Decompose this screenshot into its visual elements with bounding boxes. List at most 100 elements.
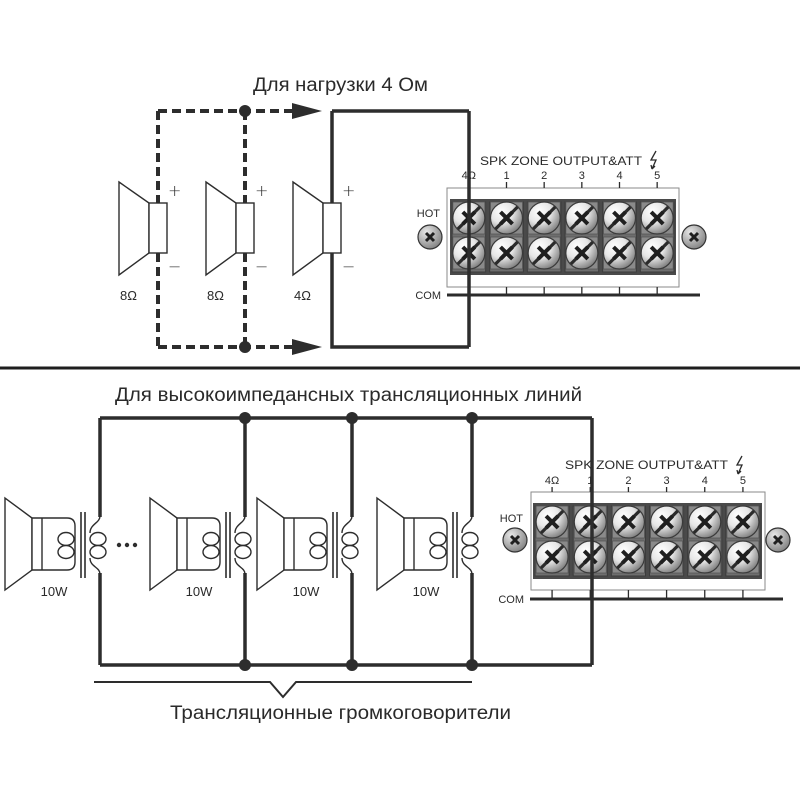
speaker-power-label: 10W xyxy=(41,584,68,599)
speaker-cone-icon xyxy=(292,180,324,277)
speaker-impedance-label: 8Ω xyxy=(120,288,137,303)
transformer-secondary-lead xyxy=(89,557,101,575)
transformer-secondary-coil-icon xyxy=(461,531,479,547)
terminal-screw-icon xyxy=(565,201,599,235)
terminal-screw-icon xyxy=(649,505,684,539)
speaker-cone-icon xyxy=(149,496,178,592)
transformer-primary-coil-icon xyxy=(429,531,447,547)
speaker-1: + − 8Ω xyxy=(118,180,181,303)
mounting-screw-right-icon xyxy=(765,527,791,553)
junction-dot xyxy=(239,659,251,671)
transformer-secondary-coil-icon xyxy=(234,544,252,560)
junction-dot xyxy=(466,412,478,424)
screw-cross xyxy=(499,245,514,261)
screw-cross xyxy=(544,549,560,565)
hot-label: HOT xyxy=(417,208,441,220)
terminal-title: SPK ZONE OUTPUT&ATT xyxy=(565,458,729,472)
transformer-secondary-lead xyxy=(341,515,353,534)
terminal-screw-icon xyxy=(527,201,561,235)
terminal-screw-icon xyxy=(726,540,760,574)
terminal-screw-icon xyxy=(535,540,569,574)
terminal-screw-icon xyxy=(640,236,674,270)
terminal-output-5: 4 xyxy=(687,475,723,599)
line-speaker-4: 10W xyxy=(376,412,479,671)
screw-cross xyxy=(612,210,627,226)
ellipsis-dot xyxy=(124,542,130,548)
terminal-screw-icon xyxy=(565,236,599,270)
output-number-label: 5 xyxy=(654,170,660,182)
speaker-power-label: 10W xyxy=(413,584,440,599)
speaker-3: +−4Ω xyxy=(292,180,355,303)
terminal-screw-icon xyxy=(688,540,722,574)
speaker-magnet-icon xyxy=(148,202,168,254)
transformer-secondary-coil-icon xyxy=(89,544,107,560)
terminal-output-2: 1 xyxy=(489,170,524,295)
terminal-screw-icon xyxy=(489,236,524,270)
screw-cross xyxy=(499,210,514,226)
output-number-label: 3 xyxy=(579,170,585,182)
line-speaker-2: 10W xyxy=(149,412,252,671)
junction-dot xyxy=(239,412,251,424)
terminal-screw-icon xyxy=(602,236,637,270)
speaker-2: +−8Ω xyxy=(205,180,268,303)
terminal-output-3: 2 xyxy=(526,170,562,295)
screw-cross xyxy=(424,231,436,243)
terminal-output-6: 5 xyxy=(725,475,761,599)
output-number-label: 2 xyxy=(541,170,547,182)
speaker-magnet-icon xyxy=(235,202,255,254)
screw-cross xyxy=(772,534,784,546)
com-label: COM xyxy=(498,594,524,606)
screw-cross xyxy=(659,514,674,530)
high-impedance-title: Для высокоимпедансных трансляционных лин… xyxy=(115,385,582,406)
transformer-secondary-lead xyxy=(234,515,246,534)
com-label: COM xyxy=(415,290,441,302)
junction-dot xyxy=(346,412,358,424)
speaker-cone-icon xyxy=(118,180,150,277)
speaker-power-label: 10W xyxy=(293,584,320,599)
transformer-secondary-coil-icon xyxy=(341,544,359,560)
terminal-screw-icon xyxy=(489,201,524,235)
terminal-strip xyxy=(533,503,762,579)
screw-cross xyxy=(621,514,636,530)
plus-terminal-sign: + xyxy=(255,181,268,200)
minus-terminal-sign: − xyxy=(342,257,355,276)
minus-terminal-sign: − xyxy=(168,257,181,276)
speaker-impedance-label: 4Ω xyxy=(294,288,311,303)
terminal-screw-icon xyxy=(535,505,569,539)
high-impedance-panel: Для высокоимпедансных трансляционных лин… xyxy=(4,385,791,724)
screw-cross xyxy=(697,514,713,530)
mounting-screw-left-icon xyxy=(417,224,443,250)
terminal-screw-icon xyxy=(611,540,646,574)
speaker-cone-icon xyxy=(256,496,285,592)
junction-dot xyxy=(466,659,478,671)
output-number-label: 4 xyxy=(702,475,708,487)
screw-cross xyxy=(536,245,552,261)
speaker-magnet-icon xyxy=(322,202,342,254)
transformer-secondary-lead xyxy=(234,557,246,575)
solid-wire-loop xyxy=(330,111,469,349)
terminal-output-5: 4 xyxy=(602,170,637,295)
output-number-label: 3 xyxy=(664,475,670,487)
transformer-secondary-lead xyxy=(461,515,473,534)
lower-speakers: 10W 10W 10W 10W xyxy=(4,412,479,671)
transformer-primary-coil-icon xyxy=(202,544,220,560)
screw-cross xyxy=(735,514,751,530)
terminal-screw-icon xyxy=(527,236,561,270)
low-impedance-panel: Для нагрузки 4 Ом +−8Ω+−8Ω+−4Ω SPK ZONE … xyxy=(118,75,707,355)
upper-speakers: +−8Ω+−8Ω+−4Ω xyxy=(118,180,355,303)
junction-dot xyxy=(239,341,251,353)
speaker-cone-icon xyxy=(205,180,237,277)
terminal-screw-icon xyxy=(649,540,684,574)
screw-cross xyxy=(509,534,521,546)
transformer-secondary-coil-icon xyxy=(89,531,107,547)
transformer-secondary-lead xyxy=(461,557,473,575)
plus-terminal-sign: + xyxy=(168,181,181,200)
screw-cross xyxy=(574,210,590,226)
mounting-screw-right-icon xyxy=(681,224,707,250)
terminal-title: SPK ZONE OUTPUT&ATT xyxy=(480,154,643,168)
speaker-impedance-label: 8Ω xyxy=(207,288,224,303)
